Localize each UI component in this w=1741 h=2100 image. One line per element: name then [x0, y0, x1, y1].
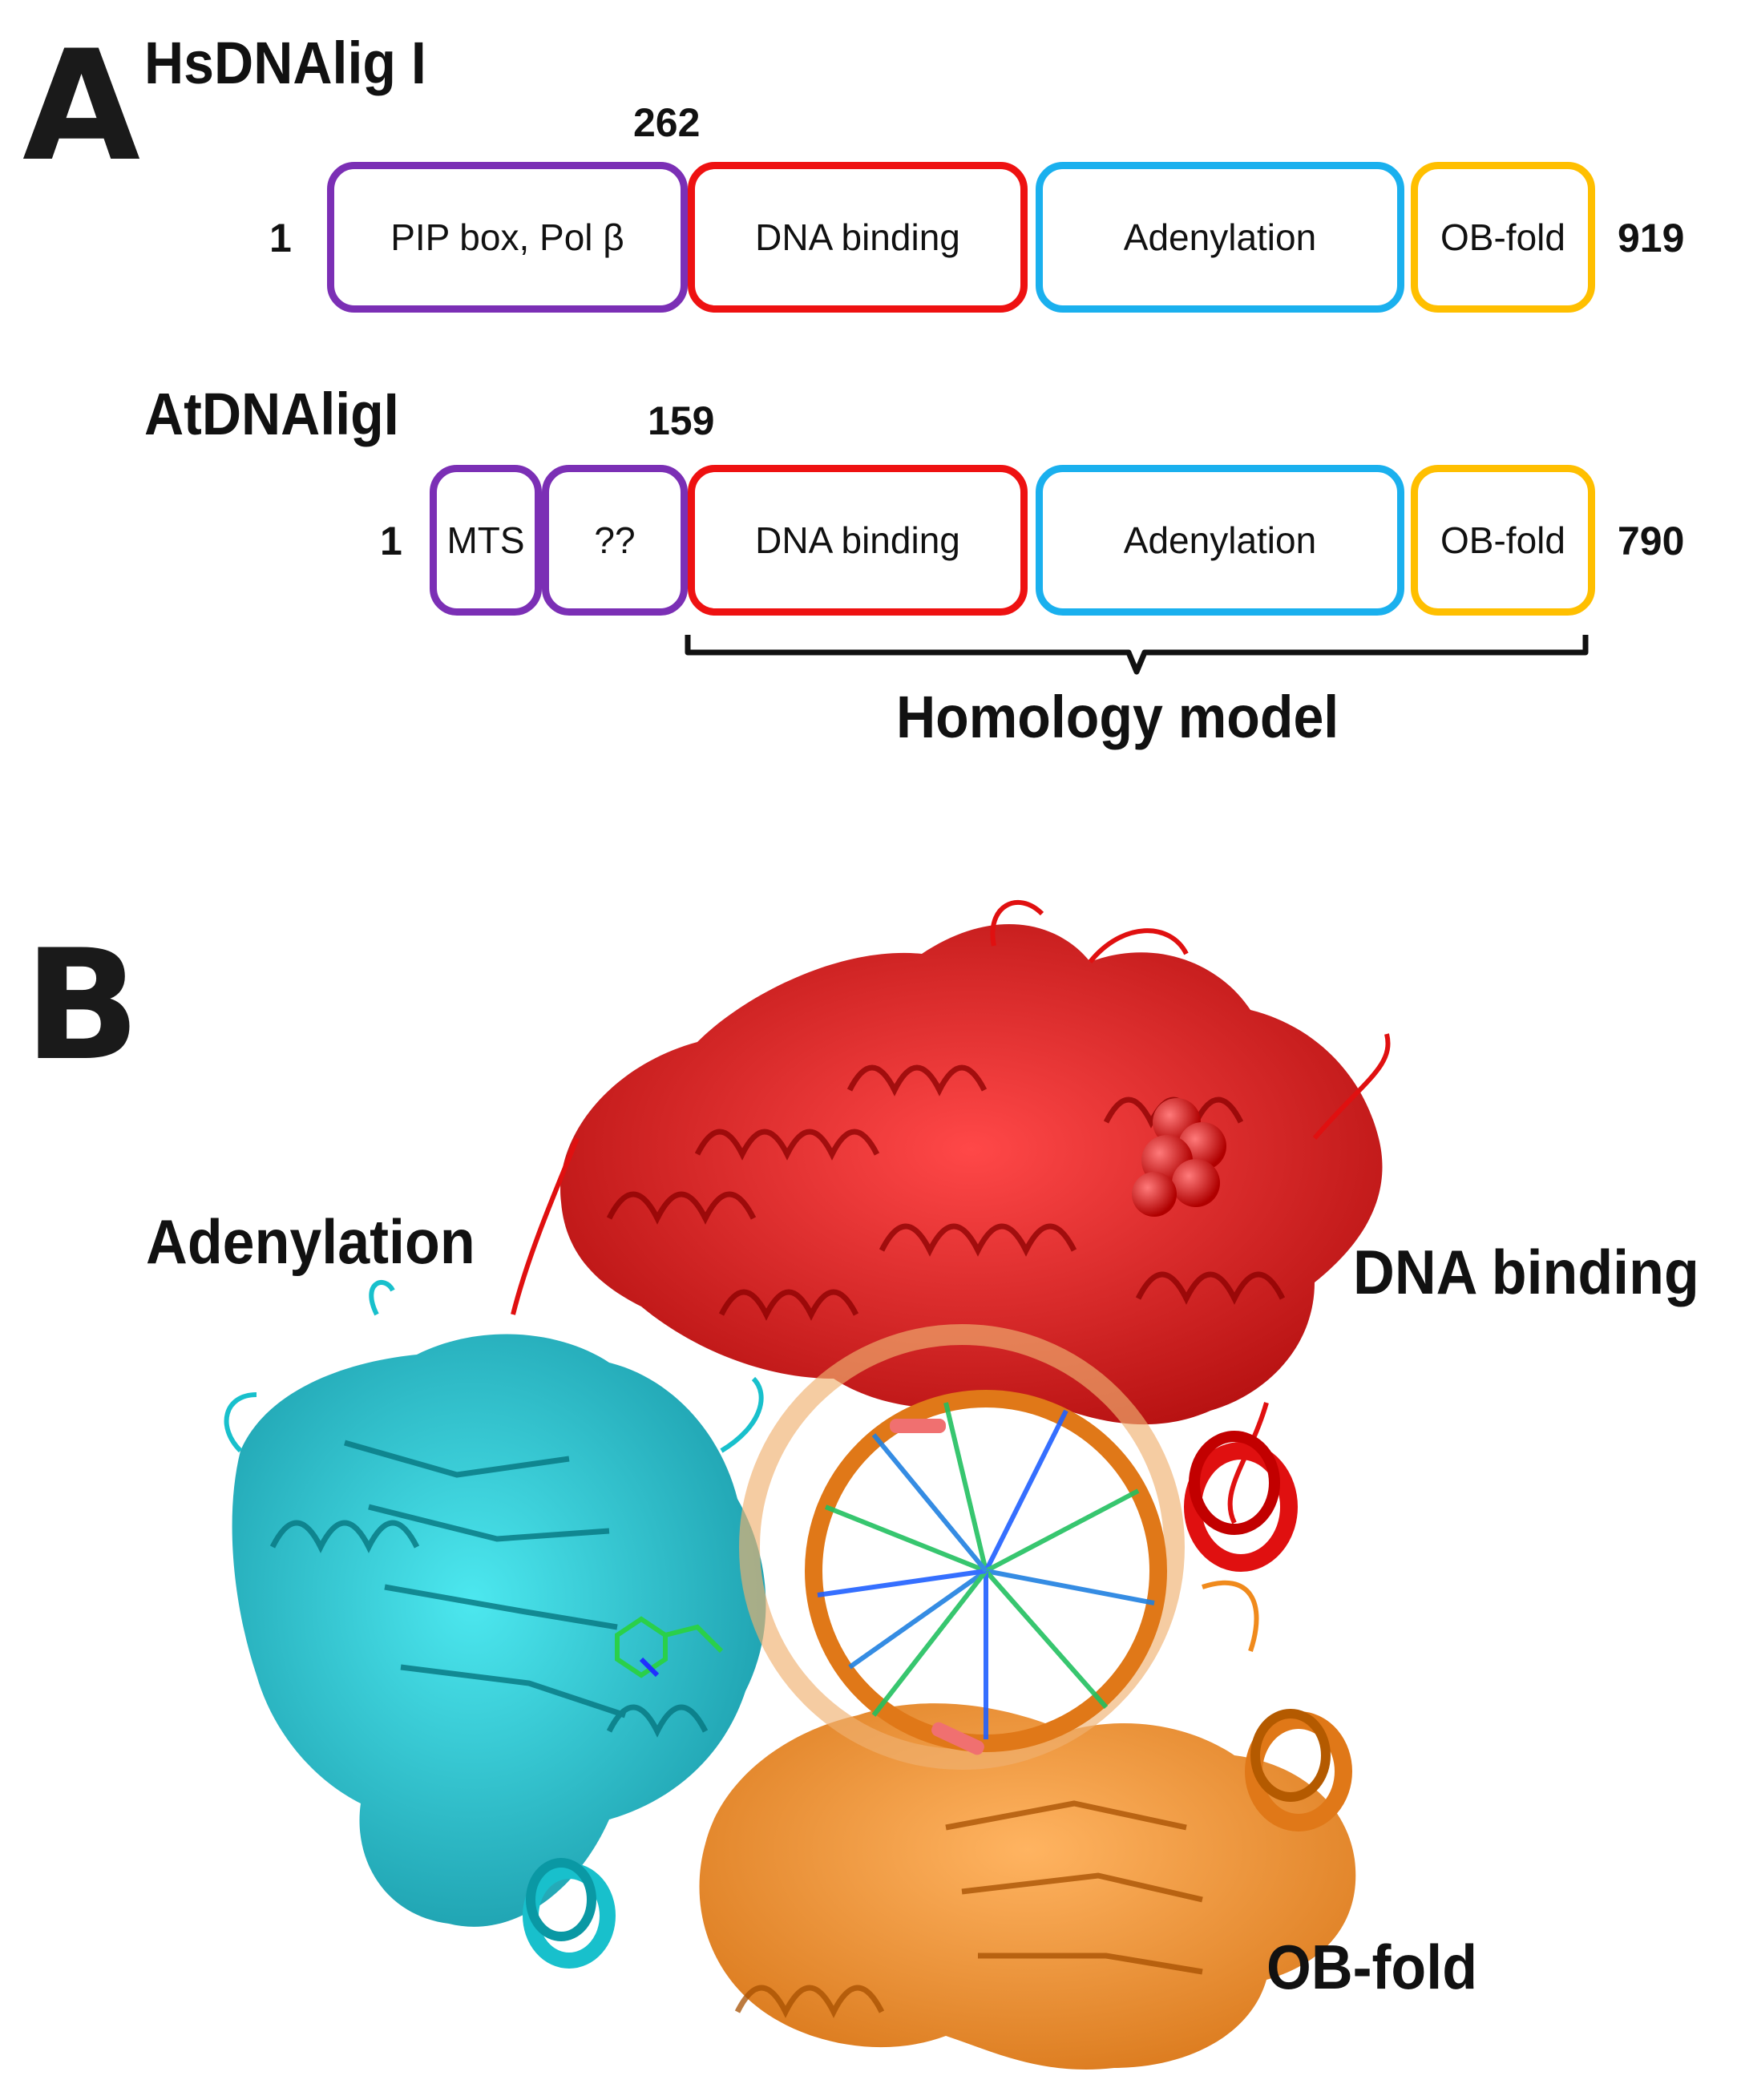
at-domain-unknown: ?? [542, 465, 688, 616]
hs-domain-dna-binding: DNA binding [688, 162, 1028, 313]
at-domain-adenylation: Adenylation [1036, 465, 1404, 616]
adenylation-label: Adenylation [146, 1206, 475, 1277]
hs-start-number: 1 [269, 216, 292, 260]
ob-fold-label: OB-fold [1266, 1932, 1478, 2002]
hs-domain-adenylation: Adenylation [1036, 162, 1404, 313]
dna-binding-label: DNA binding [1353, 1237, 1699, 1307]
hs-protein-name: HsDNAlig I [144, 30, 426, 96]
hs-end-number: 919 [1618, 216, 1685, 260]
ob-fold-domain [699, 1580, 1356, 2070]
dna-duplex [739, 1324, 1185, 1770]
at-domain-dna-binding: DNA binding [688, 465, 1028, 616]
panel-a-letter: A [22, 18, 141, 195]
at-end-number: 790 [1618, 519, 1685, 563]
at-start-number: 1 [380, 519, 402, 563]
at-protein-name: AtDNAligI [144, 381, 399, 447]
at-domain-ob-fold: OB-fold [1411, 465, 1595, 616]
hs-domain-pip-box: PIP box, Pol β [327, 162, 688, 313]
hs-split-position: 262 [633, 100, 701, 145]
at-domain-mts: MTS [430, 465, 542, 616]
panel-b-letter: B [24, 917, 140, 1094]
at-split-position: 159 [648, 398, 715, 443]
dna-binding-domain [511, 899, 1391, 1572]
hs-domain-ob-fold: OB-fold [1411, 162, 1595, 313]
adenylation-domain [224, 1280, 766, 1969]
homology-model-label: Homology model [896, 684, 1339, 750]
